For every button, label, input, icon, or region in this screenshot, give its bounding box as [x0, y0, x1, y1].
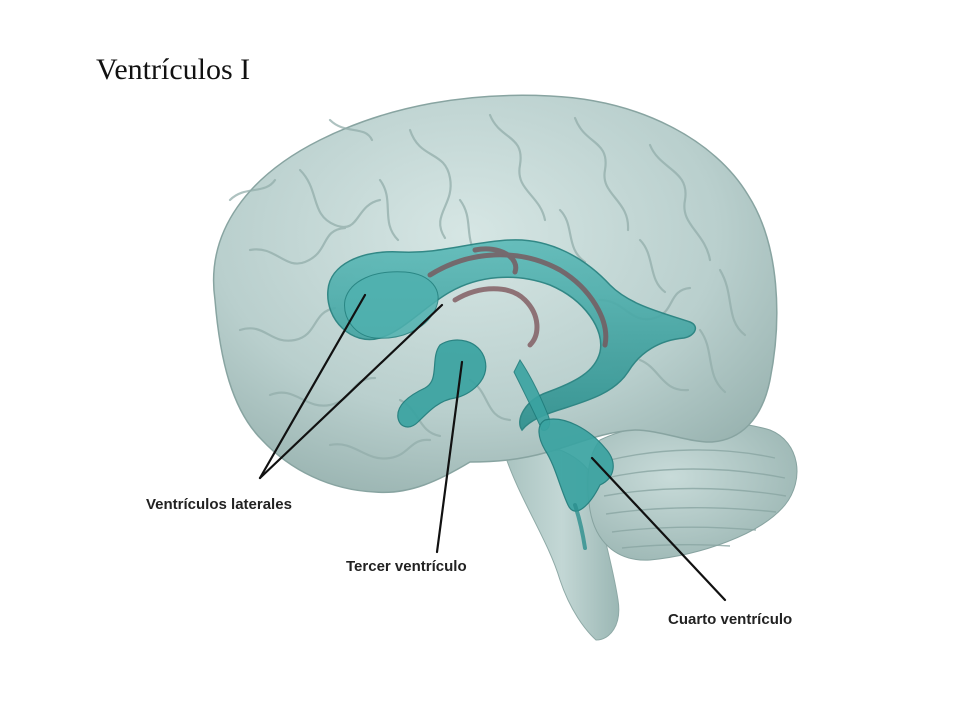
fourth-ventricle [538, 418, 614, 512]
label-third-ventricle: Tercer ventrículo [346, 558, 467, 575]
label-fourth-ventricle: Cuarto ventrículo [668, 611, 793, 628]
slide-title: Ventrículos I [96, 53, 251, 86]
choroid-vessels [427, 246, 609, 348]
leader-line-fourth [590, 456, 727, 602]
leader-line-lateral-1 [258, 293, 367, 480]
cerebellum [587, 420, 798, 561]
leader-lines [258, 293, 727, 602]
lateral-ventricle-second [344, 271, 439, 339]
cerebrum [212, 94, 778, 494]
leader-line-lateral-2 [258, 303, 444, 480]
ventricles [327, 239, 697, 550]
cerebellum-folia [603, 449, 787, 549]
third-ventricle [397, 339, 487, 428]
gyri-texture [228, 113, 747, 460]
leader-line-third [435, 360, 464, 554]
label-lateral-ventricles: Ventrículos laterales [146, 496, 292, 513]
central-canal [573, 503, 587, 550]
